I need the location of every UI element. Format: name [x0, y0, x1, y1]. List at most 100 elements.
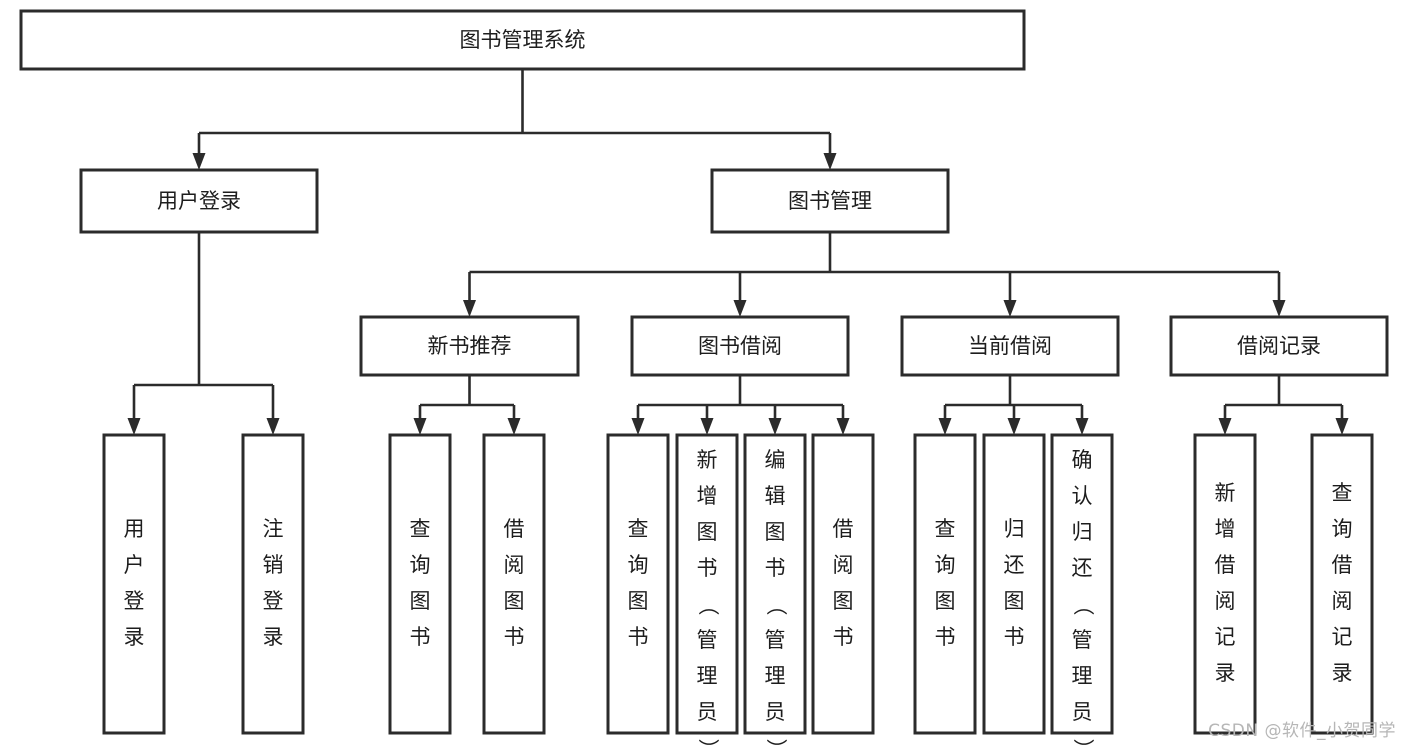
node-box-book-management[interactable]: [710, 168, 950, 234]
node-label-char: 编: [765, 448, 786, 472]
node-label-char: 录: [124, 625, 145, 649]
node-label-char: 书: [935, 625, 956, 649]
node-box-book-borrow[interactable]: [630, 315, 850, 377]
node-root[interactable]: 图书管理系统: [19, 9, 1026, 71]
node-label-char: 书: [410, 625, 431, 649]
arrow-head: [1075, 418, 1089, 435]
node-box-user-login[interactable]: [79, 168, 319, 234]
node-label-book-management: 图书管理: [788, 189, 872, 213]
arrow-head: [507, 418, 521, 435]
node-label-char: ）: [696, 739, 720, 747]
node-box-leaf-add-book[interactable]: [675, 433, 739, 735]
arrow-head: [768, 418, 782, 435]
node-box-leaf-query-book-recommend[interactable]: [388, 433, 452, 735]
node-label-char: 书: [628, 625, 649, 649]
node-label-char: 阅: [504, 553, 525, 577]
node-box-leaf-edit-book[interactable]: [743, 433, 807, 735]
arrow-head: [836, 418, 850, 435]
node-label-char: 阅: [1215, 589, 1236, 613]
node-book-management[interactable]: 图书管理: [710, 168, 950, 234]
node-label-char: 录: [1215, 661, 1236, 685]
node-current-borrow[interactable]: 当前借阅: [900, 315, 1120, 377]
node-box-leaf-user-logout[interactable]: [241, 433, 305, 735]
node-label-char: 图: [697, 520, 718, 544]
arrow-head: [733, 300, 747, 317]
node-label-char: 图: [935, 589, 956, 613]
node-label-char: 员: [697, 700, 718, 724]
node-user-login[interactable]: 用户登录: [79, 168, 319, 234]
node-label-char: 借: [833, 517, 854, 541]
node-label-char: 管: [765, 628, 786, 652]
node-label-char: 还: [1072, 556, 1093, 580]
node-box-root[interactable]: [19, 9, 1026, 71]
node-label-char: 录: [263, 625, 284, 649]
node-label-char: 确: [1072, 448, 1093, 472]
node-borrow-record[interactable]: 借阅记录: [1169, 315, 1389, 377]
arrow-head: [938, 418, 952, 435]
node-label-char: 登: [263, 589, 284, 613]
node-label-char: 增: [1215, 517, 1236, 541]
node-box-current-borrow[interactable]: [900, 315, 1120, 377]
node-box-leaf-confirm-return[interactable]: [1050, 433, 1114, 735]
node-box-new-book-recommend[interactable]: [359, 315, 580, 377]
node-label-char: 管: [1072, 628, 1093, 652]
node-label-char: 图: [833, 589, 854, 613]
node-box-leaf-query-book-current[interactable]: [913, 433, 977, 735]
arrow-head: [1335, 418, 1349, 435]
arrow-head: [631, 418, 645, 435]
node-new-book-recommend[interactable]: 新书推荐: [359, 315, 580, 377]
node-label-char: 查: [628, 517, 649, 541]
arrow-head: [1272, 300, 1286, 317]
arrow-head: [127, 418, 141, 435]
node-label-char: 新: [697, 448, 718, 472]
node-layer: 图书管理系统用户登录图书管理新书推荐图书借阅当前借阅借阅记录用户登录注销登录查询…: [19, 9, 1389, 747]
node-label-user-login: 用户登录: [157, 189, 241, 213]
node-leaf-user-login[interactable]: 用户登录: [102, 433, 166, 735]
node-label-current-borrow: 当前借阅: [968, 334, 1052, 358]
node-label-borrow-record: 借阅记录: [1237, 334, 1321, 358]
node-label-char: 书: [1004, 625, 1025, 649]
node-label-char: 认: [1072, 484, 1093, 508]
node-box-leaf-borrow-book[interactable]: [811, 433, 875, 735]
node-box-leaf-return-book[interactable]: [982, 433, 1046, 735]
node-label-char: 销: [263, 553, 284, 577]
node-label-char: （: [1071, 595, 1095, 616]
arrow-head: [823, 153, 837, 170]
node-label-char: 阅: [1332, 589, 1353, 613]
node-label-char: 录: [1332, 661, 1353, 685]
node-label-char: 询: [935, 553, 956, 577]
node-label-char: 理: [697, 664, 718, 688]
arrow-head: [1003, 300, 1017, 317]
node-box-leaf-user-login[interactable]: [102, 433, 166, 735]
node-box-borrow-record[interactable]: [1169, 315, 1389, 377]
node-box-leaf-query-borrow-record[interactable]: [1310, 433, 1374, 735]
node-book-borrow[interactable]: 图书借阅: [630, 315, 850, 377]
node-label-char: 查: [410, 517, 431, 541]
arrow-head: [463, 300, 476, 317]
node-box-leaf-add-borrow-record[interactable]: [1193, 433, 1257, 735]
node-box-leaf-query-book-borrow[interactable]: [606, 433, 670, 735]
node-box-leaf-borrow-book-recommend[interactable]: [482, 433, 546, 735]
connector-layer: [127, 69, 1349, 435]
node-label-char: 辑: [765, 484, 786, 508]
node-label-char: 归: [1072, 520, 1093, 544]
node-label-char: 询: [1332, 517, 1353, 541]
arrow-head: [266, 418, 280, 435]
node-label-char: 图: [1004, 589, 1025, 613]
node-label-new-book-recommend: 新书推荐: [428, 334, 512, 358]
arrow-head: [1007, 418, 1021, 435]
